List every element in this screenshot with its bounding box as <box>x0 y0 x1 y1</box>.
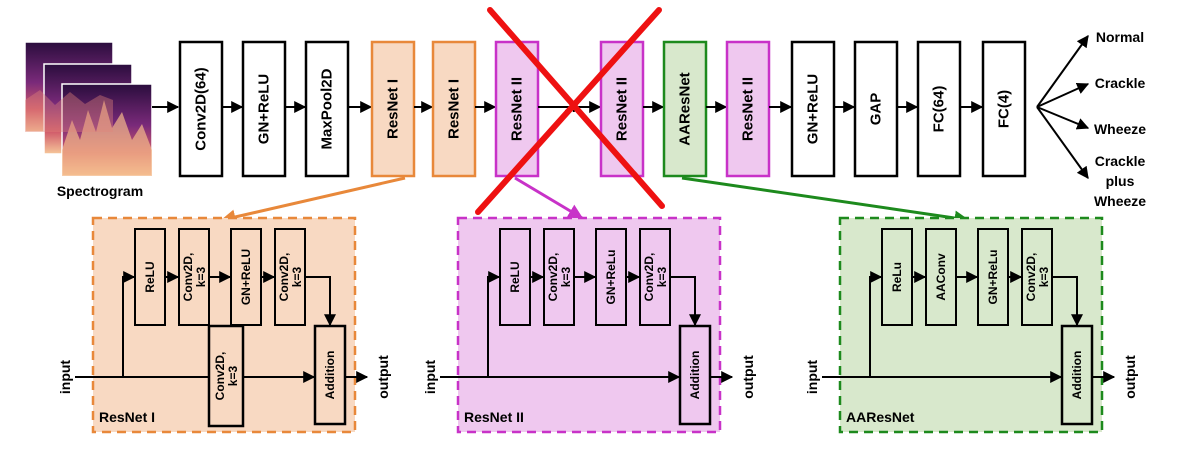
pipeline-block-8-aaresnet: AAResNet <box>662 40 708 178</box>
pipeline-block-11-gap: GAP <box>853 40 899 178</box>
pipeline-block-label: MaxPool2D <box>319 68 336 149</box>
op-label: Conv2D,k=3 <box>181 253 208 302</box>
detail-block-aaresnet: input ReLu AAConv GN+ReLu Conv2D,k=3Addition… <box>804 216 1138 434</box>
pipeline-block-9-resnet-ii: ResNet II <box>725 40 771 178</box>
residual-merge-line <box>305 276 336 327</box>
block-input-label: input <box>804 360 820 395</box>
output-label-crackle: Crackle <box>1095 75 1146 91</box>
op-box-conv2d-k-3: Conv2D,k=3 <box>543 228 575 326</box>
op-box-gn-relu: GN+ReLu <box>977 228 1009 326</box>
op-box-conv2d-k-3: Conv2D,k=3 <box>639 228 671 326</box>
pipeline-block-label: ResNet II <box>740 77 757 141</box>
residual-branch-line <box>122 271 136 377</box>
shortcut-conv-label: Conv2D,k=3 <box>213 352 240 401</box>
op-label: Conv2D,k=3 <box>546 253 573 302</box>
block-title: ResNet II <box>464 409 524 425</box>
spectrogram-image <box>24 41 153 177</box>
pipeline-block-label: AAResNet <box>677 72 694 145</box>
op-box-relu: ReLu <box>881 228 913 326</box>
block-output-label: output <box>740 355 756 399</box>
removed-blocks-cross <box>475 7 665 215</box>
pipeline-block-label: ResNet II <box>614 77 631 141</box>
block-title: ResNet I <box>99 409 155 425</box>
pipeline-block-label: ResNet I <box>385 79 402 139</box>
addition-box: Addition <box>313 324 347 426</box>
output-label-normal: Normal <box>1096 29 1144 45</box>
op-label: GN+ReLu <box>604 249 618 304</box>
output-label-wheeze: Wheeze <box>1094 121 1146 137</box>
op-box-gn-relu: GN+ReLu <box>595 228 627 326</box>
residual-merge-line <box>1052 276 1083 327</box>
block-title: AAResNet <box>846 409 915 425</box>
pipeline-block-label: Conv2D(64) <box>193 67 210 150</box>
pipeline-block-1-conv2d-64: Conv2D(64) <box>178 40 224 178</box>
residual-branch-line <box>487 271 501 377</box>
pipeline-block-label: GN+ReLU <box>805 74 822 144</box>
residual-merge-line <box>670 276 701 327</box>
pipeline-block-label: ResNet I <box>446 79 463 139</box>
pipeline-block-5-resnet-i: ResNet I <box>431 40 477 178</box>
pipeline-block-4-resnet-i: ResNet I <box>370 40 416 178</box>
output-branches <box>1036 35 1090 179</box>
op-label: ReLU <box>143 261 157 292</box>
block-output-label: output <box>1122 355 1138 399</box>
aaresnet-detail-arrow <box>681 176 970 226</box>
block-input-label: input <box>422 360 438 395</box>
spectrogram-label: Spectrogram <box>57 183 143 199</box>
pipeline-block-10-gn-relu: GN+ReLU <box>790 40 836 178</box>
pipeline-block-3-maxpool2d: MaxPool2D <box>304 40 350 178</box>
block-output-label: output <box>375 355 391 399</box>
pipeline-block-label: FC(64) <box>931 86 948 133</box>
shortcut-conv-box: Conv2D,k=3 <box>207 324 245 428</box>
op-label: Conv2D,k=3 <box>277 253 304 302</box>
op-label: AAConv <box>934 253 948 301</box>
pipeline-block-2-gn-relu: GN+ReLU <box>241 40 287 178</box>
addition-label: Addition <box>688 351 702 400</box>
op-label: ReLU <box>508 261 522 292</box>
addition-label: Addition <box>323 351 337 400</box>
op-box-aaconv: AAConv <box>925 228 957 326</box>
pipeline-block-12-fc-64: FC(64) <box>916 40 962 178</box>
block-input-label: input <box>57 360 73 395</box>
resnet2-detail-arrow <box>514 176 584 220</box>
op-label: GN+ReLu <box>986 249 1000 304</box>
addition-label: Addition <box>1070 351 1084 400</box>
addition-box: Addition <box>678 324 712 426</box>
pipeline-block-label: GAP <box>868 93 885 126</box>
op-label: GN+ReLU <box>239 249 253 305</box>
op-box-conv2d-k-3: Conv2D,k=3 <box>274 228 306 326</box>
op-box-relu: ReLU <box>499 228 531 326</box>
op-label: Conv2D,k=3 <box>642 253 669 302</box>
residual-branch-line <box>869 271 883 377</box>
pipeline-block-label: FC(4) <box>996 90 1013 128</box>
addition-box: Addition <box>1060 324 1094 426</box>
op-box-relu: ReLU <box>134 228 166 326</box>
op-box-conv2d-k-3: Conv2D,k=3 <box>1021 228 1053 326</box>
op-label: ReLu <box>890 262 904 292</box>
resnet1-detail-arrow <box>220 176 406 225</box>
pipeline: Conv2D(64) GN+ReLU MaxPool2D ResNet I ResNet… <box>178 40 1027 178</box>
op-box-gn-relu: GN+ReLU <box>230 228 262 326</box>
op-label: Conv2D,k=3 <box>1024 253 1051 302</box>
op-box-conv2d-k-3: Conv2D,k=3 <box>178 228 210 326</box>
pipeline-block-13-fc-4: FC(4) <box>981 40 1027 178</box>
pipeline-block-label: ResNet II <box>509 77 526 141</box>
detail-block-resnet-ii: input ReLU Conv2D,k=3 GN+ReLu Conv2D,k=3Addi… <box>422 216 756 434</box>
pipeline-block-label: GN+ReLU <box>256 74 273 144</box>
